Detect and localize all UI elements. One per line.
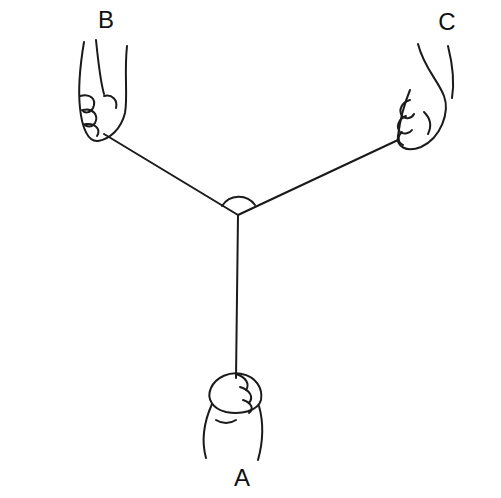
hand-a <box>204 373 263 460</box>
string-a <box>236 215 238 378</box>
angle-arc <box>222 197 255 206</box>
hand-b <box>79 40 127 141</box>
point-label: C <box>438 10 455 34</box>
point-label: A <box>234 466 250 490</box>
point-label: B <box>98 8 114 32</box>
string-c <box>238 140 398 215</box>
string-b <box>104 134 238 215</box>
hand-c <box>398 44 453 149</box>
